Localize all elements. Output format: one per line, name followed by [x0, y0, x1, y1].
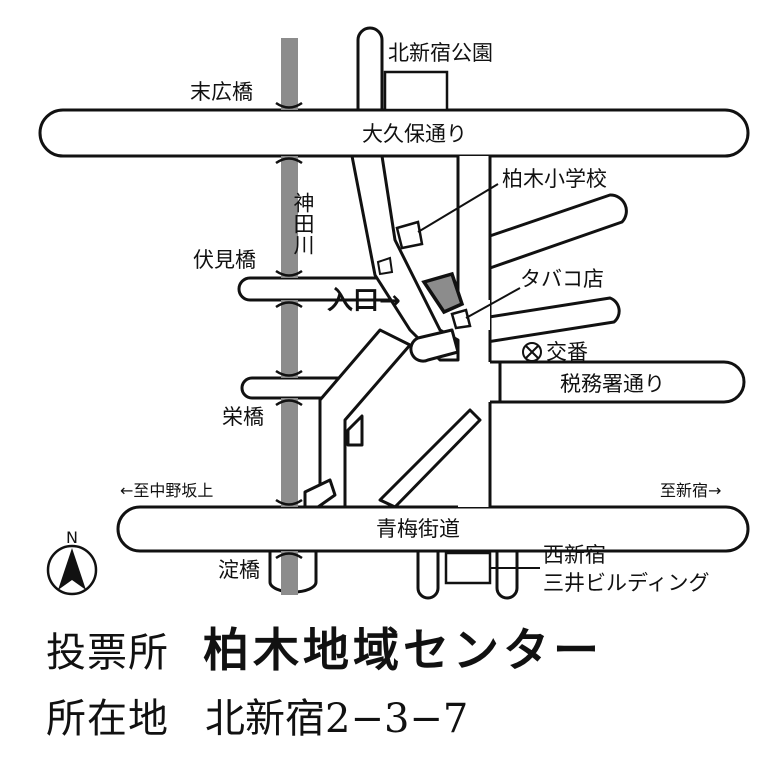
label-to-shinjuku: 至新宿→: [660, 481, 721, 500]
label-tobacco-shop: タバコ店: [520, 267, 604, 291]
road-school-stub: [409, 328, 460, 363]
polling-venue-building: [421, 271, 465, 315]
label-suehiro-bridge: 末広橋: [190, 80, 253, 104]
label-entrance: 入口→: [327, 286, 401, 316]
road-upper-right: [476, 193, 628, 270]
road-sakae: [240, 376, 342, 400]
road-network: [38, 26, 750, 600]
label-sakae-bridge: 栄橋: [222, 405, 264, 429]
label-zeimusho-dori: 税務署通り: [560, 372, 665, 396]
map-labels: 北新宿公園 末広橋 大久保通り 柏木小学校 神田川 伏見橋 入口→ タバコ店 交…: [120, 41, 721, 595]
road-lower-blocks: [346, 414, 364, 447]
road-lower-notch: [303, 478, 337, 509]
road-zeimusho-dori: [498, 360, 746, 404]
label-nishishinjuku: 西新宿: [543, 543, 606, 567]
kitashinjuku-park-block: [383, 70, 449, 112]
north-label: N: [66, 528, 78, 547]
address-row: 所在地北新宿2−3−7: [46, 686, 468, 744]
road-lower-diag: [378, 408, 482, 509]
road-mitsui-left: [416, 549, 440, 600]
koban-icon: [522, 342, 542, 362]
road-tobacco-side: [468, 296, 621, 346]
kanda-river: [281, 38, 298, 595]
label-to-nakano: ←至中野坂上: [120, 481, 213, 500]
mitsui-building-block: [444, 551, 492, 585]
label-fushimi-bridge: 伏見橋: [193, 248, 256, 272]
tobacco-shop-block: [450, 308, 472, 330]
road-park-spur: [356, 26, 384, 112]
polling-place-label: 投票所: [46, 630, 169, 676]
label-kitashinjuku-park: 北新宿公園: [388, 41, 493, 65]
road-central-slant: [350, 154, 460, 362]
address-label: 所在地: [46, 696, 169, 742]
label-kashiwagi-school: 柏木小学校: [502, 167, 607, 191]
address-value: 北新宿2−3−7: [205, 696, 469, 742]
small-notch-block: [376, 256, 394, 276]
polling-place-name: 柏木地域センター: [203, 623, 603, 677]
label-okubo-dori: 大久保通り: [362, 122, 467, 146]
leader-lines: [417, 183, 540, 569]
road-right-vertical-body: [458, 156, 490, 507]
label-mitsui-building: 三井ビルディング: [543, 571, 710, 595]
label-kanda-river: 神田川: [291, 192, 315, 255]
north-arrow-icon: [46, 544, 98, 596]
label-yodo-bridge: 淀橋: [218, 558, 260, 582]
road-southwest: [318, 328, 412, 509]
label-koban: 交番: [546, 340, 588, 364]
kashiwagi-school-block: [395, 220, 424, 250]
area-map: N 北新宿公園 末広橋 大久保通り 柏木小学校 神田川 伏見橋 入口→ タバコ店…: [38, 26, 750, 600]
bridge-marks: [275, 101, 303, 560]
road-mitsui-right: [495, 549, 519, 600]
label-ome-kaido: 青梅街道: [376, 517, 460, 541]
road-fushimi: [237, 276, 392, 302]
polling-place-row: 投票所柏木地域センター: [46, 614, 603, 680]
